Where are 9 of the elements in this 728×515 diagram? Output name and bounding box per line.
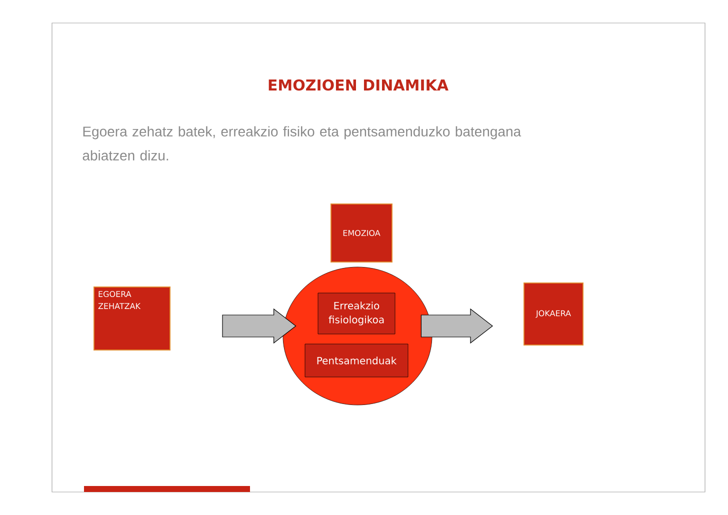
inner-box: Erreakzio fisiologikoa	[318, 292, 396, 334]
body-text: Egoera zehatz batek, erreakzio fisiko eta pentsamenduzko batengana abiatzen dizu.	[82, 126, 522, 160]
concept-box: EGOERA ZEHATZAK	[94, 286, 170, 350]
inner-box: Pentsamenduak	[304, 344, 408, 378]
block-arrow	[420, 308, 493, 344]
concept-box: JOKAERA	[524, 282, 584, 346]
slide-title: EMOZIOEN DINAMIKA	[268, 79, 448, 91]
block-arrow	[222, 308, 296, 344]
concept-box: EMOZIOA	[330, 204, 392, 262]
